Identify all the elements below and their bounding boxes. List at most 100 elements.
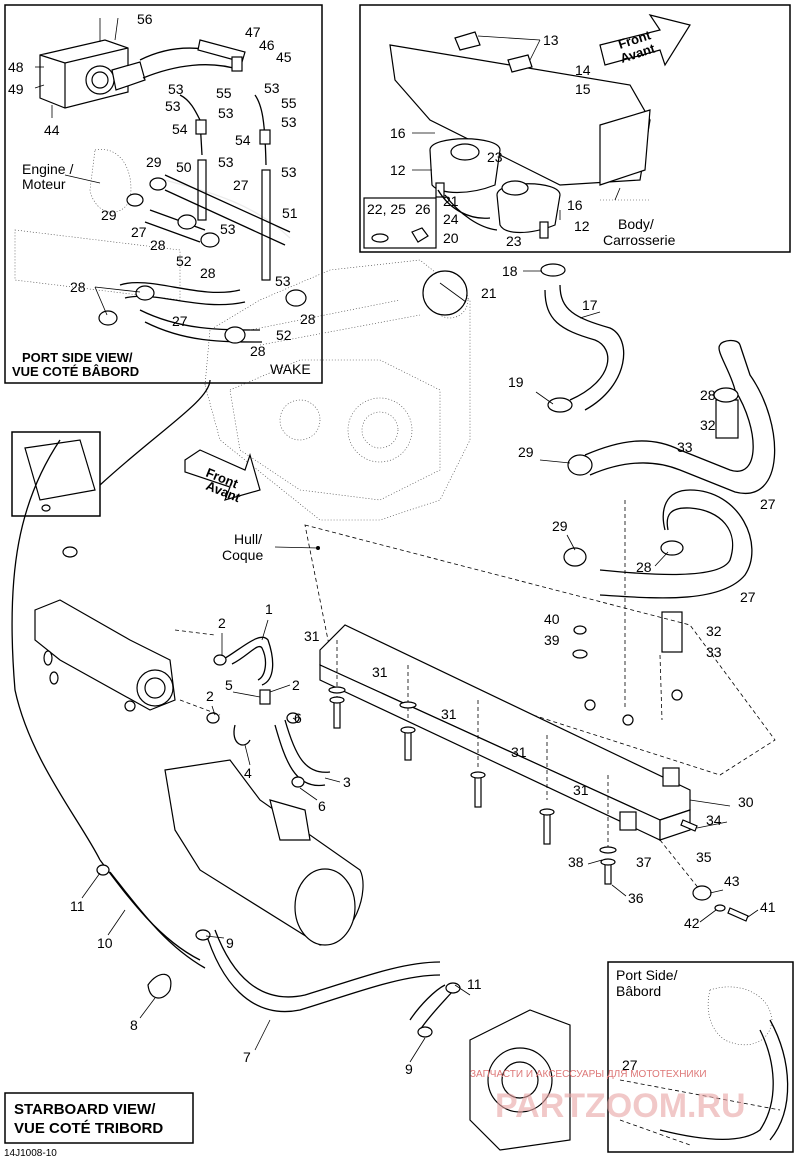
right-hose-assembly xyxy=(540,263,776,721)
callout-49: 49 xyxy=(8,81,24,97)
callout-36: 36 xyxy=(628,890,644,906)
cap-13b xyxy=(507,54,533,73)
callout-5: 5 xyxy=(225,677,233,693)
callout-32a: 32 xyxy=(700,417,716,433)
callout-28d: 28 xyxy=(300,311,316,327)
port-side-caption-1: PORT SIDE VIEW/ xyxy=(22,350,133,365)
callout-53-right: 53 xyxy=(281,114,297,130)
callout-37: 37 xyxy=(636,854,652,870)
clamp-28-lower xyxy=(660,540,684,556)
callout-32b: 32 xyxy=(706,623,722,639)
clamp-19 xyxy=(547,397,573,413)
engine-block xyxy=(204,259,471,521)
callout-50: 50 xyxy=(176,159,192,175)
callout-31d: 31 xyxy=(511,744,527,760)
callout-55b: 55 xyxy=(281,95,297,111)
callout-35: 35 xyxy=(696,849,712,865)
callout-22-25: 22, 25 xyxy=(367,201,406,217)
callout-51: 51 xyxy=(282,205,298,221)
callout-24: 24 xyxy=(443,211,459,227)
watermark-small: ЗАПЧАСТИ И АКСЕССУАРЫ ДЛЯ МОТОТЕХНИКИ xyxy=(470,1069,707,1080)
callout-29b: 29 xyxy=(101,207,117,223)
callout-33a: 33 xyxy=(677,439,693,455)
callout-2a: 2 xyxy=(218,615,226,631)
callout-39: 39 xyxy=(544,632,560,648)
callout-44: 44 xyxy=(44,122,60,138)
callout-42: 42 xyxy=(684,915,700,931)
callout-3: 3 xyxy=(343,774,351,790)
callout-53b: 53 xyxy=(264,80,280,96)
main-front-arrow: Front Avant xyxy=(184,449,261,505)
callout-8: 8 xyxy=(130,1017,138,1033)
callout-10: 10 xyxy=(97,935,113,951)
callout-2c: 2 xyxy=(206,688,214,704)
tube-51 xyxy=(261,169,271,281)
port-side-inset xyxy=(607,961,794,1153)
port-side-view-panel xyxy=(4,4,323,384)
callout-11a: 11 xyxy=(70,898,85,914)
callout-19: 19 xyxy=(508,374,524,390)
callout-14: 14 xyxy=(575,62,591,78)
callout-53c: 53 xyxy=(165,98,181,114)
detail-inset-box xyxy=(11,431,101,517)
port-side-panel-frame xyxy=(4,4,323,384)
callout-6a: 6 xyxy=(294,710,302,726)
starboard-caption-1: STARBOARD VIEW/ xyxy=(14,1101,156,1118)
callout-27a: 27 xyxy=(233,177,249,193)
heat-exchanger-44 xyxy=(39,39,241,109)
callout-20: 20 xyxy=(443,230,459,246)
callout-23a: 23 xyxy=(487,149,503,165)
expansion-tank-lower xyxy=(496,180,561,239)
inset-callout-27: 27 xyxy=(622,1057,638,1073)
callout-21a: 21 xyxy=(443,193,459,209)
connector-45-47 xyxy=(197,39,246,72)
callout-27c: 27 xyxy=(172,313,188,329)
engine-label: Engine / xyxy=(22,161,73,177)
callout-numbers: 56 47 46 45 48 49 44 53 55 53 55 53 53 5… xyxy=(8,11,776,1077)
callout-6b: 6 xyxy=(318,798,326,814)
callout-16a: 16 xyxy=(390,125,406,141)
callout-28b: 28 xyxy=(200,265,216,281)
callout-28f: 28 xyxy=(700,387,716,403)
callout-21b: 21 xyxy=(481,285,497,301)
figure-code: 14J1008-10 xyxy=(4,1148,57,1159)
body-panel: Front Avant xyxy=(359,4,791,253)
callout-12a: 12 xyxy=(390,162,406,178)
callout-52a: 52 xyxy=(176,253,192,269)
callout-38: 38 xyxy=(568,854,584,870)
callout-29d: 29 xyxy=(552,518,568,534)
starboard-caption-2: VUE COTÉ TRIBORD xyxy=(14,1120,163,1137)
clamp-29-upper xyxy=(567,454,593,476)
starboard-view-parts xyxy=(11,379,571,1151)
callout-31c: 31 xyxy=(441,706,457,722)
callout-18: 18 xyxy=(502,263,518,279)
callout-13: 13 xyxy=(543,32,559,48)
bolts-31 xyxy=(328,640,617,885)
callout-53f: 53 xyxy=(218,154,234,170)
callout-56: 56 xyxy=(137,11,153,27)
callout-16b: 16 xyxy=(567,197,583,213)
hull-label: Hull/ xyxy=(234,531,262,547)
callout-12b: 12 xyxy=(574,218,590,234)
mounting-plate-30 xyxy=(319,624,691,841)
callout-9b: 9 xyxy=(405,1061,413,1077)
callout-33b: 33 xyxy=(706,644,722,660)
port-side-caption-2: VUE COTÉ BÂBORD xyxy=(12,364,139,379)
callout-54b: 54 xyxy=(235,132,251,148)
watermark-big: PARTZOOM.RU xyxy=(495,1087,746,1125)
callout-47: 47 xyxy=(245,24,261,40)
callout-30: 30 xyxy=(738,794,754,810)
clamp-29-lower xyxy=(563,547,587,567)
callout-40: 40 xyxy=(544,611,560,627)
callout-53a: 53 xyxy=(168,81,184,97)
cap-13a xyxy=(454,31,481,51)
callout-41: 41 xyxy=(760,899,776,915)
callout-54a: 54 xyxy=(172,121,188,137)
callout-53d: 53 xyxy=(218,105,234,121)
callout-53g: 53 xyxy=(281,164,297,180)
callout-43: 43 xyxy=(724,873,740,889)
engine-fitting xyxy=(89,149,167,213)
clamp-18 xyxy=(540,263,566,277)
fitting-32-lower xyxy=(661,611,683,653)
